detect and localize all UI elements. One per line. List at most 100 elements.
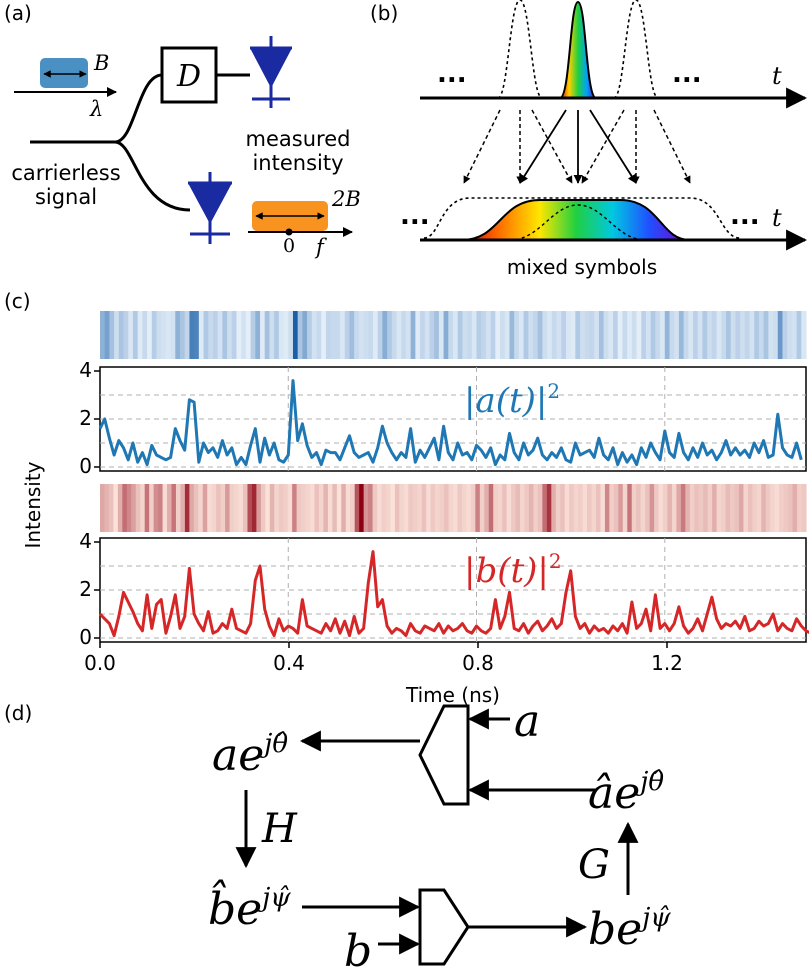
heatstrip-cell [278, 484, 284, 532]
heatstrip-cell [415, 311, 421, 359]
neighbor-pulse-left [497, 0, 543, 99]
panel-b: (b) ... ... t ... ... t [370, 0, 808, 279]
label-G: G [578, 842, 610, 888]
heatstrip-cell [600, 484, 606, 532]
heatstrip-cell [490, 311, 496, 359]
heatstrip-cell [417, 484, 423, 532]
heatstrip-cell [429, 311, 435, 359]
signal-label-line2: signal [35, 185, 97, 209]
heatstrip-cell [453, 311, 459, 359]
heatstrip-cell [264, 311, 271, 359]
heatstrip-cell [131, 484, 137, 532]
heatstrip-cell [335, 311, 341, 359]
heatstrip-cell [502, 484, 508, 532]
heatstrip-cell [401, 311, 407, 359]
y-axis-label: Intensity [21, 461, 45, 548]
photodetector-icon [250, 36, 292, 108]
heatstrip-cell [368, 311, 374, 359]
heatstrip-cell [564, 484, 570, 532]
heatstrip-cell [645, 311, 652, 359]
heatstrip-cell [113, 484, 119, 532]
heatstrip-cell [354, 311, 360, 359]
heatstrip-cell [735, 311, 741, 359]
lower-branch-path [114, 140, 191, 212]
heatstrip-cell [287, 484, 293, 532]
heatstrip-cell [305, 484, 311, 532]
heatstrip-cell [488, 484, 494, 532]
heatstrip-cell [242, 484, 249, 532]
heatstrip-cell [354, 484, 360, 532]
heatstrip-cell [372, 484, 378, 532]
heatstrip-cell [238, 484, 244, 532]
heatstrip-cell [582, 484, 588, 532]
heatstrip-cell [485, 311, 492, 359]
heatstrip-cell [533, 484, 539, 532]
heatstrip-cell [162, 484, 168, 532]
heatstrip-cell [509, 311, 515, 359]
heatstrip-cell [211, 484, 217, 532]
signal-label-line1: carrierless [11, 161, 120, 185]
heatstrip-cell [359, 484, 365, 532]
heatstrip-cell [269, 311, 275, 359]
heatstrip-cell [756, 484, 762, 532]
heatstrip-cell [654, 484, 660, 532]
heatstrip-cell [743, 484, 749, 532]
heatstrip-cell [622, 311, 628, 359]
heatstrip-cell [744, 311, 751, 359]
heatstrip-cell [292, 484, 298, 532]
heatstrip-cell [580, 311, 586, 359]
heatstrip-cell [251, 484, 257, 532]
panel-label-c: (c) [4, 289, 31, 313]
heatstrip-cell [457, 484, 463, 532]
measured-label-line2: intensity [252, 151, 343, 175]
heatstrip-cell [137, 311, 143, 359]
heatstrip-cell [664, 311, 671, 359]
heatstrip-cell [470, 484, 476, 532]
y-tick-label: 0 [79, 454, 92, 478]
heatstrip-cell [676, 484, 682, 532]
x-axis-label: Time (ns) [405, 683, 500, 707]
combiner-bottom [418, 888, 470, 966]
heatstrip-cell [587, 484, 593, 532]
y-tick-label: 2 [79, 577, 92, 601]
heatstrip-cell [685, 484, 691, 532]
heatstrip-cell [444, 484, 450, 532]
node-a-hat: âejθ̂ [588, 767, 664, 819]
heatstrip-cell [515, 484, 521, 532]
heatstrip-cell [773, 311, 779, 359]
heatstrip-cell [430, 484, 436, 532]
heatstrip-cell [158, 484, 164, 532]
heatstrip-cell [734, 484, 740, 532]
heatstrip-cell [382, 311, 388, 359]
heatstrip-cell [622, 484, 628, 532]
grid-b [100, 538, 806, 642]
heatstrip-cell [118, 311, 125, 359]
heatstrip-cell [797, 484, 803, 532]
heatstrip-cell [403, 484, 409, 532]
heatstrip-cell [725, 311, 732, 359]
y-tick-label: 2 [79, 406, 92, 430]
heatstrip-cell [542, 311, 548, 359]
heatstrip-cell [438, 311, 445, 359]
heatstrip-cell [109, 311, 115, 359]
heatstrip-cell [707, 311, 713, 359]
heatstrip-cell [542, 484, 548, 532]
heatstrip-cell [307, 311, 313, 359]
heatstrip-cell [424, 311, 431, 359]
heatstrip-cell [236, 311, 242, 359]
heatstrip-cell [288, 311, 294, 359]
broadened-symbol [461, 199, 691, 241]
heatstrip-cell [466, 484, 472, 532]
series-b-line [98, 550, 809, 638]
heatstrip-cell [763, 311, 769, 359]
heatstrip-cell [551, 484, 557, 532]
heatstrip-cell [358, 311, 365, 359]
heatstrip-cell [256, 484, 262, 532]
heatstrip-cell [613, 484, 619, 532]
heatstrip-cell [142, 311, 148, 359]
heatstrip-cell [678, 311, 685, 359]
heatstrip-cell [761, 484, 767, 532]
heatstrip-cell [791, 311, 798, 359]
series-a-label: |a(t)|2 [464, 379, 560, 421]
heatstrip-cell [698, 484, 704, 532]
